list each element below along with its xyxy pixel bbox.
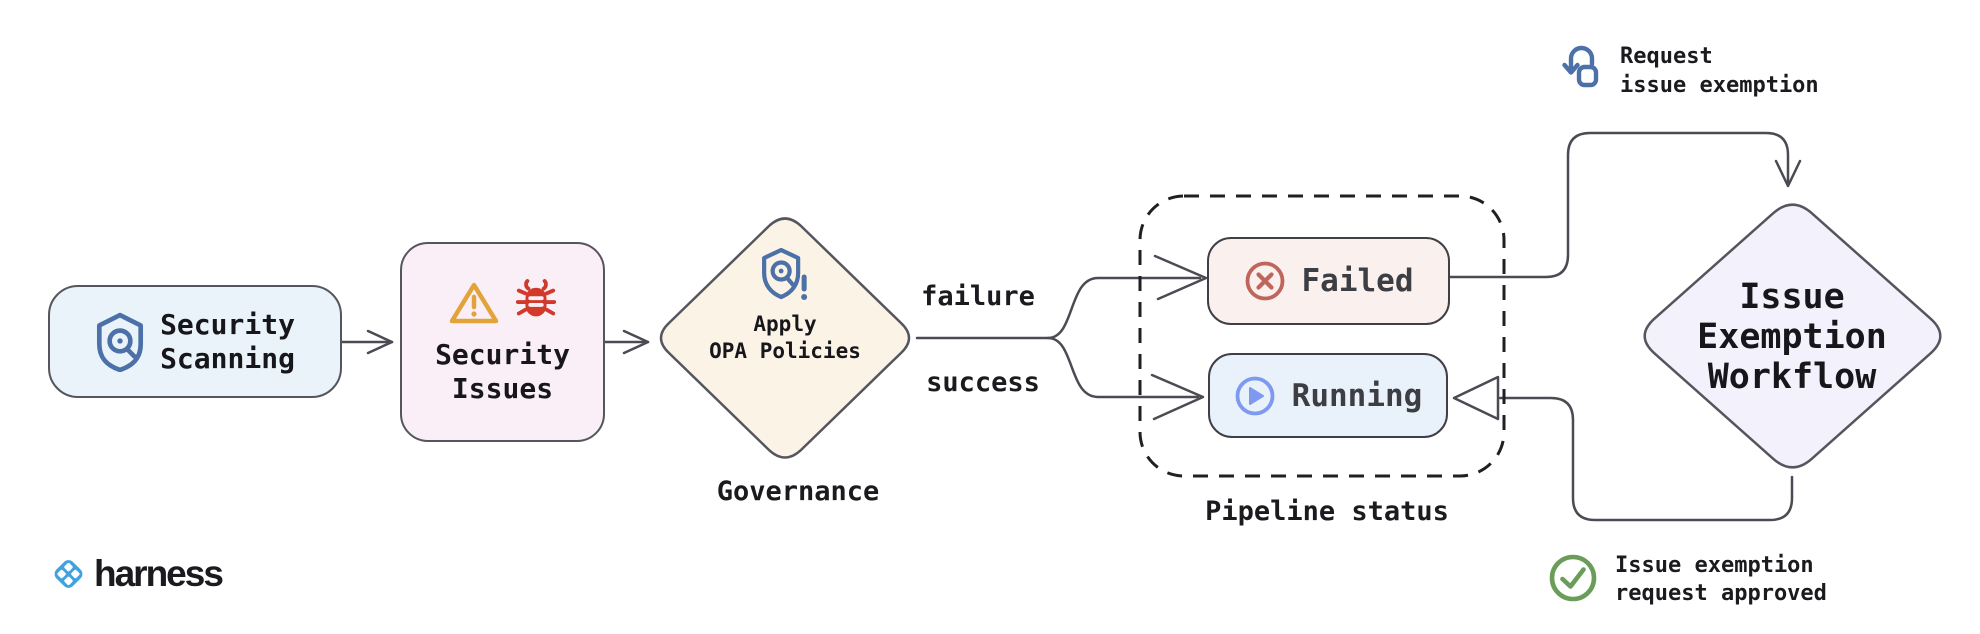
edge-workflow-to-running [1498, 396, 1794, 522]
harness-logo: harness [50, 553, 224, 595]
shield-search-alert-icon [761, 247, 807, 300]
arrowhead-into-failed [1153, 254, 1208, 301]
label-line: Issue [1739, 277, 1845, 317]
bug-icon [515, 279, 556, 317]
security-scanning-label: Security Scanning [160, 308, 295, 376]
node-apply-opa-policies: Apply OPA Policies [709, 247, 861, 365]
circle-check-icon [1549, 554, 1597, 602]
edge-label-success: success [926, 367, 1040, 398]
pipeline-status-group-label: Pipeline status [1205, 496, 1449, 527]
arrowhead-into-workflow [1774, 159, 1802, 188]
node-running: Running [1208, 353, 1448, 438]
label-line: Workflow [1707, 357, 1877, 397]
apply-opa-policies-label: Apply OPA Policies [709, 311, 861, 365]
label-line: issue exemption [1620, 73, 1819, 98]
label-line: Scanning [160, 341, 295, 375]
label-line: Issues [451, 372, 554, 405]
circle-play-icon [1235, 376, 1275, 415]
arrowhead-triangle-into-running [1452, 375, 1500, 421]
label-line: Request [1620, 44, 1713, 69]
running-label: Running [1291, 377, 1423, 414]
arrowhead-into-governance [622, 329, 650, 355]
label-line: Security [160, 307, 295, 341]
node-security-issues: Security Issues [400, 242, 605, 442]
label-line: Security [435, 338, 570, 371]
security-issues-label: Security Issues [435, 338, 570, 406]
arrowhead-into-running [1150, 373, 1205, 421]
node-issue-exemption-workflow: Issue Exemption Workflow [1697, 277, 1887, 397]
edge-failed-to-workflow [1448, 131, 1790, 279]
failed-label: Failed [1301, 263, 1414, 299]
label-line: Apply [753, 312, 817, 336]
request-approved-text: Issue exemption request approved [1615, 552, 1827, 608]
harness-wordmark: harness [94, 553, 224, 594]
circle-x-icon [1245, 261, 1284, 301]
request-exemption-text: Request issue exemption [1620, 42, 1819, 100]
governance-label: Governance [716, 476, 880, 507]
pipeline-status-group-border [1138, 194, 1506, 478]
arrowhead-into-issues [366, 329, 394, 355]
shield-search-icon [97, 312, 144, 372]
warning-triangle-icon [449, 282, 498, 324]
harness-logo-icon [54, 560, 83, 588]
security-issues-icons [448, 278, 558, 328]
label-line: Exemption [1697, 317, 1887, 357]
tap-request-icon [1562, 45, 1599, 88]
node-security-scanning: Security Scanning [48, 285, 342, 398]
edge-success-branch [1046, 336, 1200, 399]
node-failed: Failed [1207, 237, 1450, 325]
edge-label-failure: failure [921, 281, 1035, 312]
request-exemption-annotation: Request issue exemption [1560, 42, 1819, 100]
label-line: Issue exemption [1615, 553, 1814, 578]
request-approved-annotation: Issue exemption request approved [1547, 552, 1827, 608]
label-line: request approved [1615, 581, 1827, 606]
issue-exemption-workflow-diamond-shape [1643, 203, 1942, 469]
governance-diamond-shape [659, 217, 911, 459]
label-line: OPA Policies [709, 339, 861, 363]
